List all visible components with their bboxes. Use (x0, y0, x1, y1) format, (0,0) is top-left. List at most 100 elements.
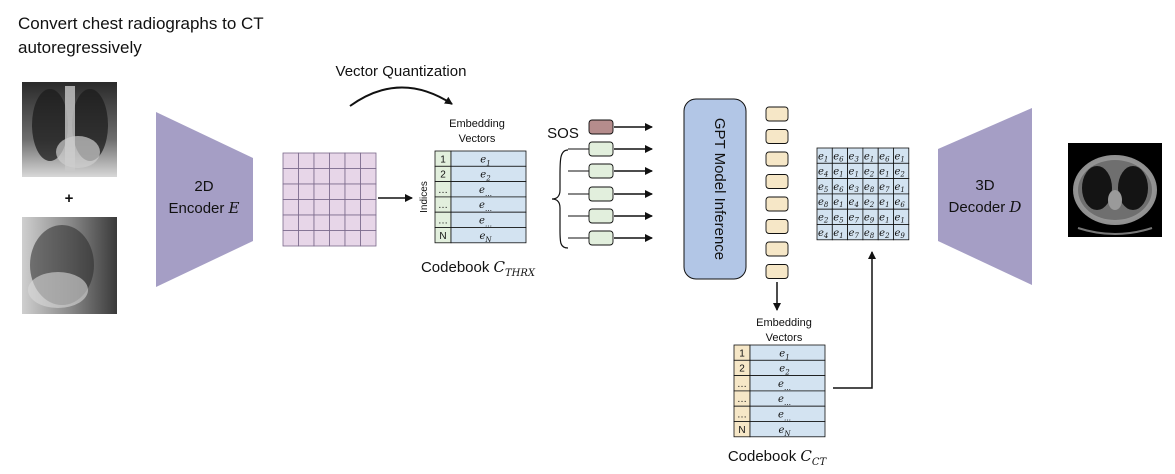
token-grid-cell (893, 224, 910, 241)
output-token (765, 151, 789, 167)
plus-sign: + (65, 190, 74, 207)
latent-cell (360, 214, 377, 231)
token-grid-value: e1 (894, 151, 904, 163)
output-token (765, 174, 789, 189)
latent-cell (329, 199, 346, 216)
latent-cell (313, 168, 330, 185)
codebook-ct-header-line1: Embedding (756, 317, 812, 329)
codebook-entry: e2 (779, 364, 790, 377)
decoder-label-line2: Decoder D (949, 198, 1022, 216)
token-grid-value: e5 (818, 182, 829, 194)
codebook-entry: e… (479, 216, 492, 229)
latent-cell (313, 152, 330, 169)
input-token (588, 208, 614, 224)
latent-cell (344, 214, 361, 231)
codebook-ct-header-line2: Vectors (766, 332, 803, 344)
codebook-entry: e1 (480, 154, 490, 167)
vq-curved-arrow (349, 86, 453, 107)
codebook-entry-cell (450, 227, 527, 244)
token-grid-value: e1 (879, 197, 889, 209)
latent-cell (360, 199, 377, 216)
latent-cell (298, 214, 315, 231)
latent-cell (360, 168, 377, 185)
vector-quantization-label: Vector Quantization (336, 63, 467, 80)
encoder-label-line2: Encoder E (169, 199, 240, 217)
latent-cell (313, 214, 330, 231)
token-grid-value: e7 (849, 228, 860, 240)
codebook-entry: e… (778, 394, 791, 407)
codebook-thrx-header-line2: Vectors (459, 133, 496, 145)
latent-cell (360, 230, 377, 247)
latent-cell (360, 183, 377, 200)
token-grid-value: e1 (849, 167, 859, 179)
latent-cell (344, 230, 361, 247)
token-grid-value: e6 (833, 151, 844, 163)
token-grid-value: e6 (833, 182, 844, 194)
latent-cell (313, 230, 330, 247)
output-token (765, 264, 789, 279)
latent-cell (282, 183, 299, 200)
latent-cell (329, 168, 346, 185)
arrow-to-token-grid (833, 251, 876, 389)
latent-cell (298, 152, 315, 169)
codebook-entry: eN (778, 425, 791, 438)
output-token (765, 106, 789, 122)
decoder-label-line1: 3D (975, 177, 994, 194)
codebook-index: N (439, 231, 446, 242)
latent-cell (344, 199, 361, 216)
codebook-index: … (438, 185, 448, 196)
codebook-ct-caption: Codebook CCT (728, 447, 828, 468)
ct-token-grid: e1 e6 e3 e1 e6 e1 e4 e1 e1 e2 e1 e2 e5 e6 e3 e8 e7 e1 e8 e1… (816, 147, 910, 241)
token-grid-value: e3 (849, 182, 860, 194)
latent-cell (282, 230, 299, 247)
token-grid-value: e8 (864, 228, 875, 240)
latent-cell (329, 230, 346, 247)
output-token-column (765, 106, 789, 279)
codebook-thrx-caption: Codebook CTHRX (421, 258, 536, 279)
output-token (765, 196, 789, 212)
latent-cell (298, 183, 315, 200)
token-grid-value: e7 (879, 182, 890, 194)
token-grid-value: e4 (818, 167, 828, 179)
codebook-entry: e… (479, 200, 492, 213)
latent-cell (313, 183, 330, 200)
input-token (588, 163, 614, 179)
codebook-thrx-header-line1: Embedding (449, 118, 505, 130)
token-grid-value: e2 (864, 167, 875, 179)
input-token (588, 186, 614, 202)
latent-feature-grid (282, 152, 377, 247)
input-token (588, 230, 614, 246)
latent-cell (344, 152, 361, 169)
token-grid-value: e8 (818, 197, 829, 209)
token-grid-value: e6 (879, 151, 890, 163)
token-grid-value: e1 (818, 151, 828, 163)
brace (551, 149, 569, 249)
token-grid-value: e1 (833, 197, 843, 209)
codebook-index: … (438, 216, 448, 227)
token-grid-value: e1 (833, 228, 843, 240)
token-grid-value: e1 (879, 167, 889, 179)
token-grid-value: e4 (818, 228, 828, 240)
token-grid-value: e4 (849, 197, 859, 209)
frontal-xray-image (22, 82, 117, 177)
latent-cell (344, 168, 361, 185)
latent-cell (282, 168, 299, 185)
latent-cell (298, 230, 315, 247)
codebook-entry: e1 (779, 348, 789, 361)
token-grid-value: e1 (864, 151, 874, 163)
ct-output-image (1068, 143, 1162, 237)
codebook-entry: e2 (480, 170, 491, 183)
latent-cell (329, 183, 346, 200)
token-grid-value: e3 (849, 151, 860, 163)
token-grid-value: e2 (864, 197, 875, 209)
lateral-xray-image (22, 217, 117, 314)
latent-cell (329, 152, 346, 169)
latent-cell (298, 168, 315, 185)
latent-cell (282, 214, 299, 231)
gpt-model-box (683, 98, 747, 280)
token-grid-value: e1 (833, 167, 843, 179)
latent-cell (344, 183, 361, 200)
sos-label: SOS (547, 125, 579, 142)
codebook-index: … (737, 394, 747, 405)
